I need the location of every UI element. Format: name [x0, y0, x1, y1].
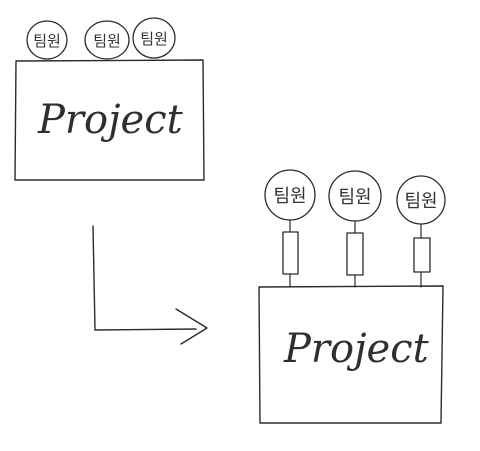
before-project-label: Project — [37, 97, 184, 143]
connector-link — [282, 231, 299, 275]
after-member-3: 팀원 — [396, 175, 446, 288]
member-circle — [132, 17, 176, 59]
before-member-1: 팀원 — [26, 20, 68, 60]
after-group: 팀원 팀원 팀원 Project — [258, 169, 446, 424]
transition-arrow — [92, 225, 208, 345]
member-label: 팀원 — [33, 32, 61, 50]
before-member-2: 팀원 — [84, 20, 130, 60]
arrow-head — [175, 308, 208, 345]
member-label: 팀원 — [140, 30, 168, 48]
after-member-1: 팀원 — [264, 169, 316, 288]
member-circle — [26, 20, 68, 60]
connector-link — [413, 237, 431, 273]
member-label: 팀원 — [93, 32, 121, 50]
member-label: 팀원 — [273, 186, 306, 207]
after-project-label: Project — [283, 326, 430, 372]
before-member-3: 팀원 — [132, 17, 176, 59]
member-label: 팀원 — [404, 191, 437, 212]
arrow-shaft — [92, 225, 197, 331]
after-project-box — [258, 285, 444, 424]
member-label: 팀원 — [338, 187, 371, 208]
connector-link — [346, 232, 364, 276]
member-circle — [84, 20, 130, 60]
after-member-2: 팀원 — [328, 170, 382, 288]
before-project-box — [14, 59, 205, 181]
before-group: 팀원 팀원 팀원 Project — [14, 17, 205, 181]
